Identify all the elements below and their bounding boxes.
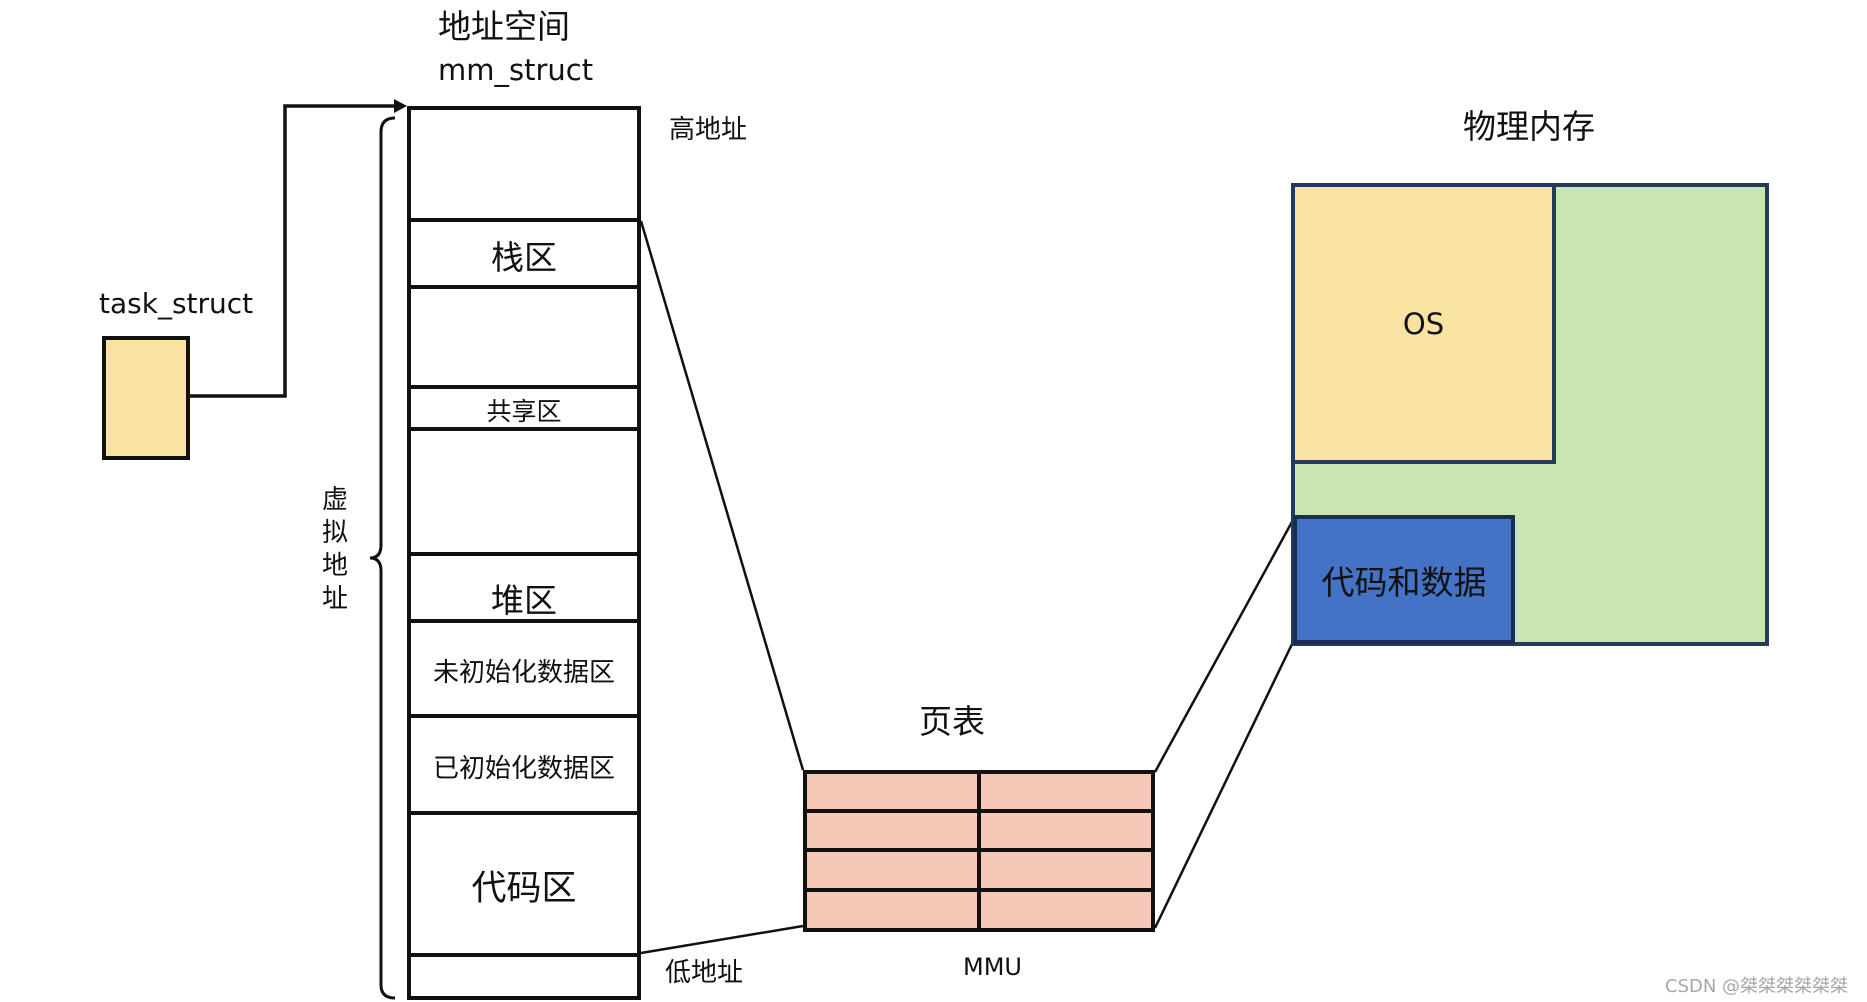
segment-data-label: 已初始化数据区 [432,753,615,784]
page-table-row-divider-1 [807,809,1151,813]
segment-stack: 栈区 [407,218,641,288]
virtual-addr-char-2: 拟 [322,518,349,548]
virtual-addr-char-3: 地 [322,551,349,581]
segment-top-empty [407,106,641,221]
virtual-addr-char-1: 虚 [322,485,349,515]
segment-heap: 堆区 [407,552,641,622]
arrow-head-icon [394,99,407,113]
segment-bottom-empty [407,953,641,1000]
page-table-row-divider-2 [807,848,1151,852]
low-to-pagetable-line [640,924,804,955]
mm-struct-title: mm_struct [438,53,594,87]
segment-stack-growth [407,285,641,388]
segment-shared-label: 共享区 [486,396,562,426]
segment-heap-label: 堆区 [491,581,557,620]
page-table-title: 页表 [919,702,985,741]
segment-bss: 未初始化数据区 [407,619,641,717]
task-struct-box [102,336,190,460]
segment-text-label: 代码区 [471,869,577,909]
code-data-label: 代码和数据 [1321,562,1487,602]
code-data-region: 代码和数据 [1293,515,1515,644]
os-label: OS [1402,306,1445,341]
virtual-addr-char-4: 址 [322,584,349,614]
pagetable-to-code-line-top [1153,519,1295,773]
task-struct-label: task_struct [99,287,254,320]
pagetable-to-code-line-bottom [1153,641,1295,929]
mmu-label: MMU [963,953,1022,981]
virtual-address-brace [369,116,396,1000]
high-address-label: 高地址 [669,115,748,145]
os-region: OS [1291,183,1556,464]
segment-heap-growth [407,427,641,555]
segment-shared: 共享区 [407,385,641,430]
physical-memory-title: 物理内存 [1463,107,1595,146]
page-table [803,770,1155,932]
segment-text: 代码区 [407,811,641,956]
address-space-title: 地址空间 [438,7,570,46]
segment-data: 已初始化数据区 [407,714,641,814]
segment-stack-label: 栈区 [491,238,557,277]
task-to-mm-connector [190,104,398,398]
page-table-row-divider-3 [807,888,1151,892]
segment-bss-label: 未初始化数据区 [432,657,615,688]
watermark: CSDN @桀桀桀桀桀桀 [1665,976,1849,997]
low-address-label: 低地址 [665,958,744,988]
stack-to-pagetable-line [639,220,805,771]
